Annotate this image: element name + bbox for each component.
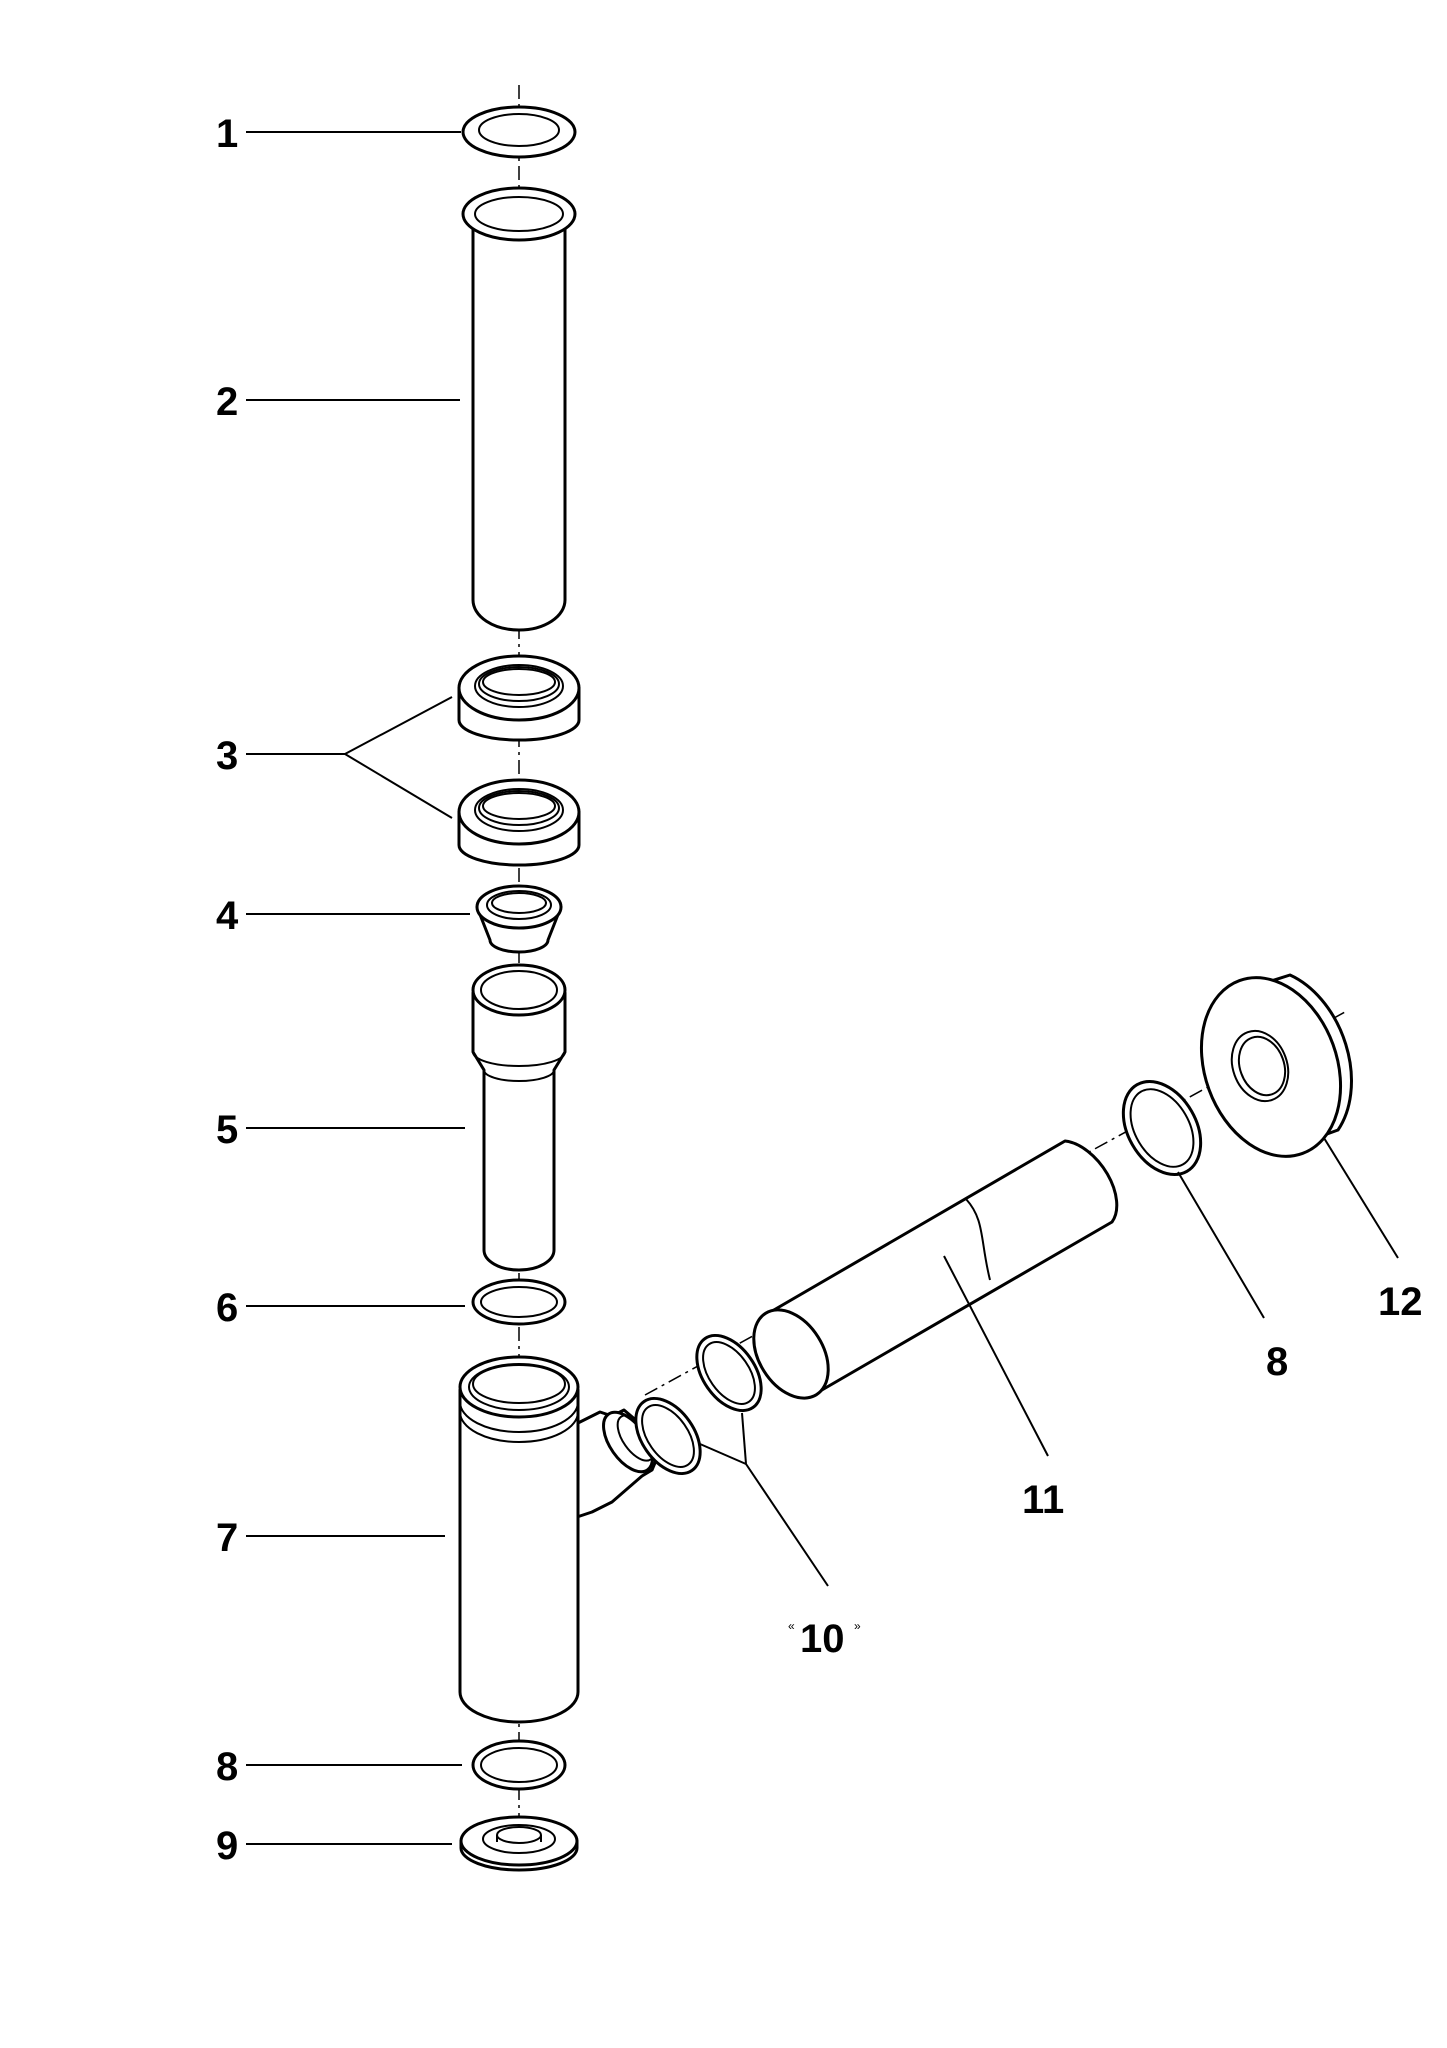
part-3-nut-upper: [457, 654, 581, 742]
label-part-10-right-mark: »: [854, 1619, 861, 1633]
label-part-8-right: 8: [1266, 1340, 1288, 1384]
label-part-5: 5: [216, 1108, 238, 1152]
part-2-tube: [461, 186, 577, 632]
part-6-o-ring: [471, 1278, 567, 1326]
label-part-6: 6: [216, 1286, 238, 1330]
label-part-4: 4: [216, 894, 239, 938]
label-part-10-left-mark: «: [788, 1619, 795, 1633]
part-8-o-ring-bottom: [471, 1739, 567, 1791]
part-3-nut-lower: [457, 778, 581, 867]
label-part-12: 12: [1378, 1280, 1423, 1324]
part-9-bottom-plug: [459, 1815, 579, 1872]
part-1-washer: [461, 105, 577, 159]
label-part-10: 10: [800, 1617, 845, 1661]
part-4-cone-seal: [475, 884, 563, 954]
part-10-o-rings: [634, 1334, 763, 1475]
part-5-stepped-tube: [471, 963, 567, 1272]
label-part-2: 2: [216, 380, 238, 424]
label-part-3: 3: [216, 734, 238, 778]
part-8-o-ring-right: [1121, 1079, 1203, 1177]
part-7-trap-body: [458, 1355, 659, 1724]
label-part-11: 11: [1022, 1478, 1064, 1522]
label-part-1: 1: [216, 112, 238, 156]
part-12-wall-rosette: [1199, 973, 1353, 1158]
label-part-8-bottom: 8: [216, 1745, 238, 1789]
leader-lines: [246, 131, 1399, 1845]
label-part-9: 9: [216, 1824, 238, 1868]
part-11-branch-tube: [752, 1139, 1119, 1400]
label-part-7: 7: [216, 1516, 238, 1560]
